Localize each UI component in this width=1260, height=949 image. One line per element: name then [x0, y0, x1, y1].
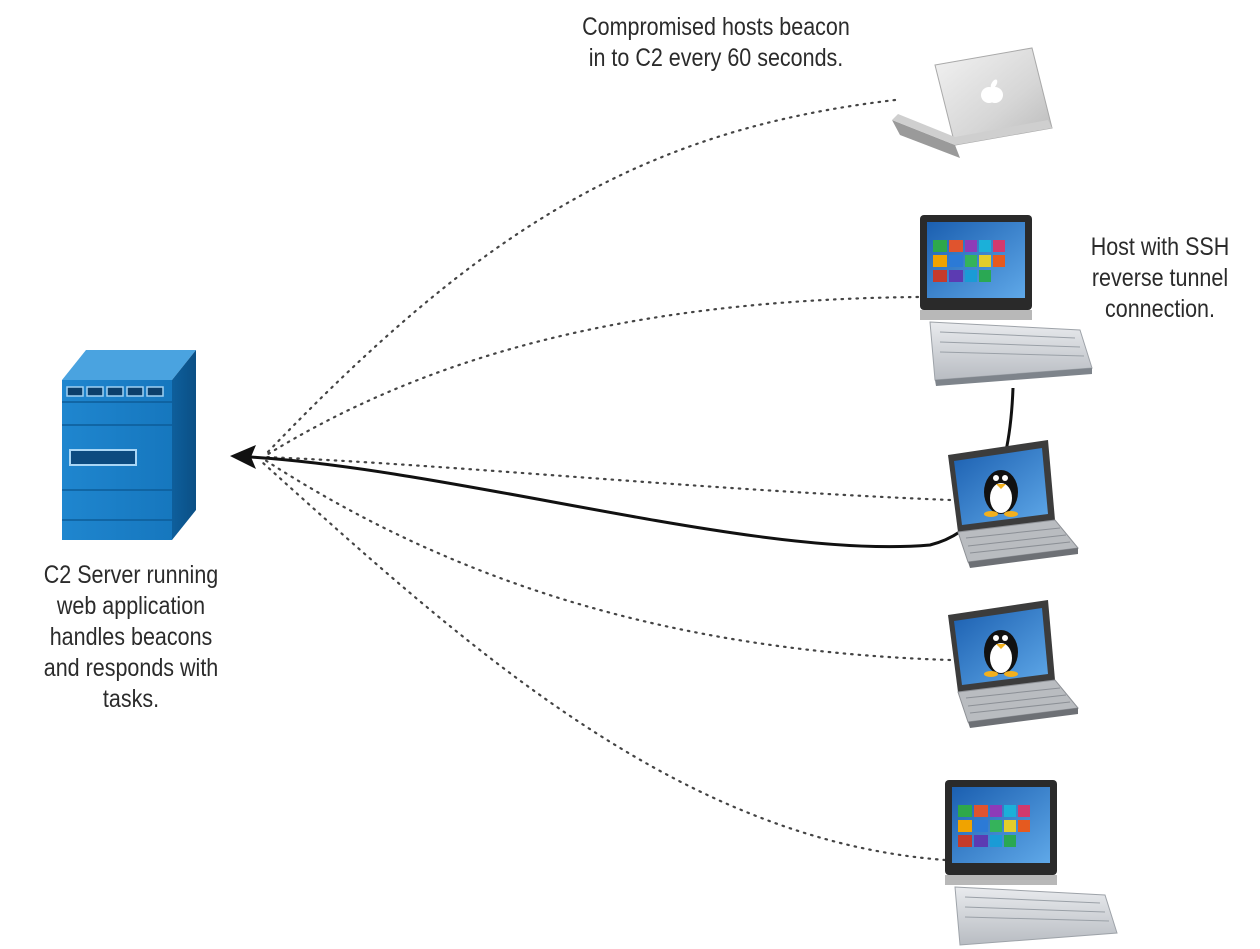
c2-server-line: web application [56, 592, 206, 620]
c2-server-line: and responds with [43, 654, 219, 682]
beacon-interval-line: in to C2 every 60 seconds. [588, 44, 844, 72]
beacon-line-linux-2 [263, 458, 952, 662]
windows-tablet-laptop-icon [920, 215, 1093, 386]
beacon-interval-label: Compromised hosts beacon in to C2 every … [527, 12, 905, 74]
ssh-tunnel-line: connection. [1105, 295, 1215, 323]
ssh-tunnel-line: reverse tunnel [1091, 264, 1229, 292]
tux-penguin-icon [984, 470, 1018, 517]
linux-laptop-icon [948, 440, 1079, 568]
ssh-tunnel-line [249, 387, 1015, 549]
windows-tablet-laptop-icon [945, 780, 1118, 946]
c2-server-line: tasks. [102, 685, 160, 713]
apple-logo-icon [981, 79, 1003, 103]
macbook-laptop-icon [892, 47, 1053, 158]
ssh-tunnel-label: Host with SSH reverse tunnel connection. [1053, 232, 1260, 325]
beacon-line-macbook [263, 98, 897, 457]
c2-server-line: handles beacons [49, 623, 213, 651]
c2-server-line: C2 Server running [43, 561, 219, 589]
beacon-interval-line: Compromised hosts beacon [582, 13, 850, 41]
tux-penguin-icon [984, 630, 1018, 677]
c2-server-label: C2 Server running web application handle… [18, 560, 243, 715]
ssh-tunnel-connection [230, 387, 1015, 549]
linux-laptop-icon [948, 600, 1079, 728]
beacon-line-windows-1 [263, 295, 920, 458]
ssh-tunnel-line: Host with SSH [1090, 233, 1230, 261]
beacon-line-linux-1 [263, 455, 952, 502]
beacon-connections [260, 98, 952, 862]
arrowhead-icon [230, 445, 256, 469]
server-tower-icon [62, 350, 196, 540]
beacon-line-windows-2 [260, 460, 947, 862]
